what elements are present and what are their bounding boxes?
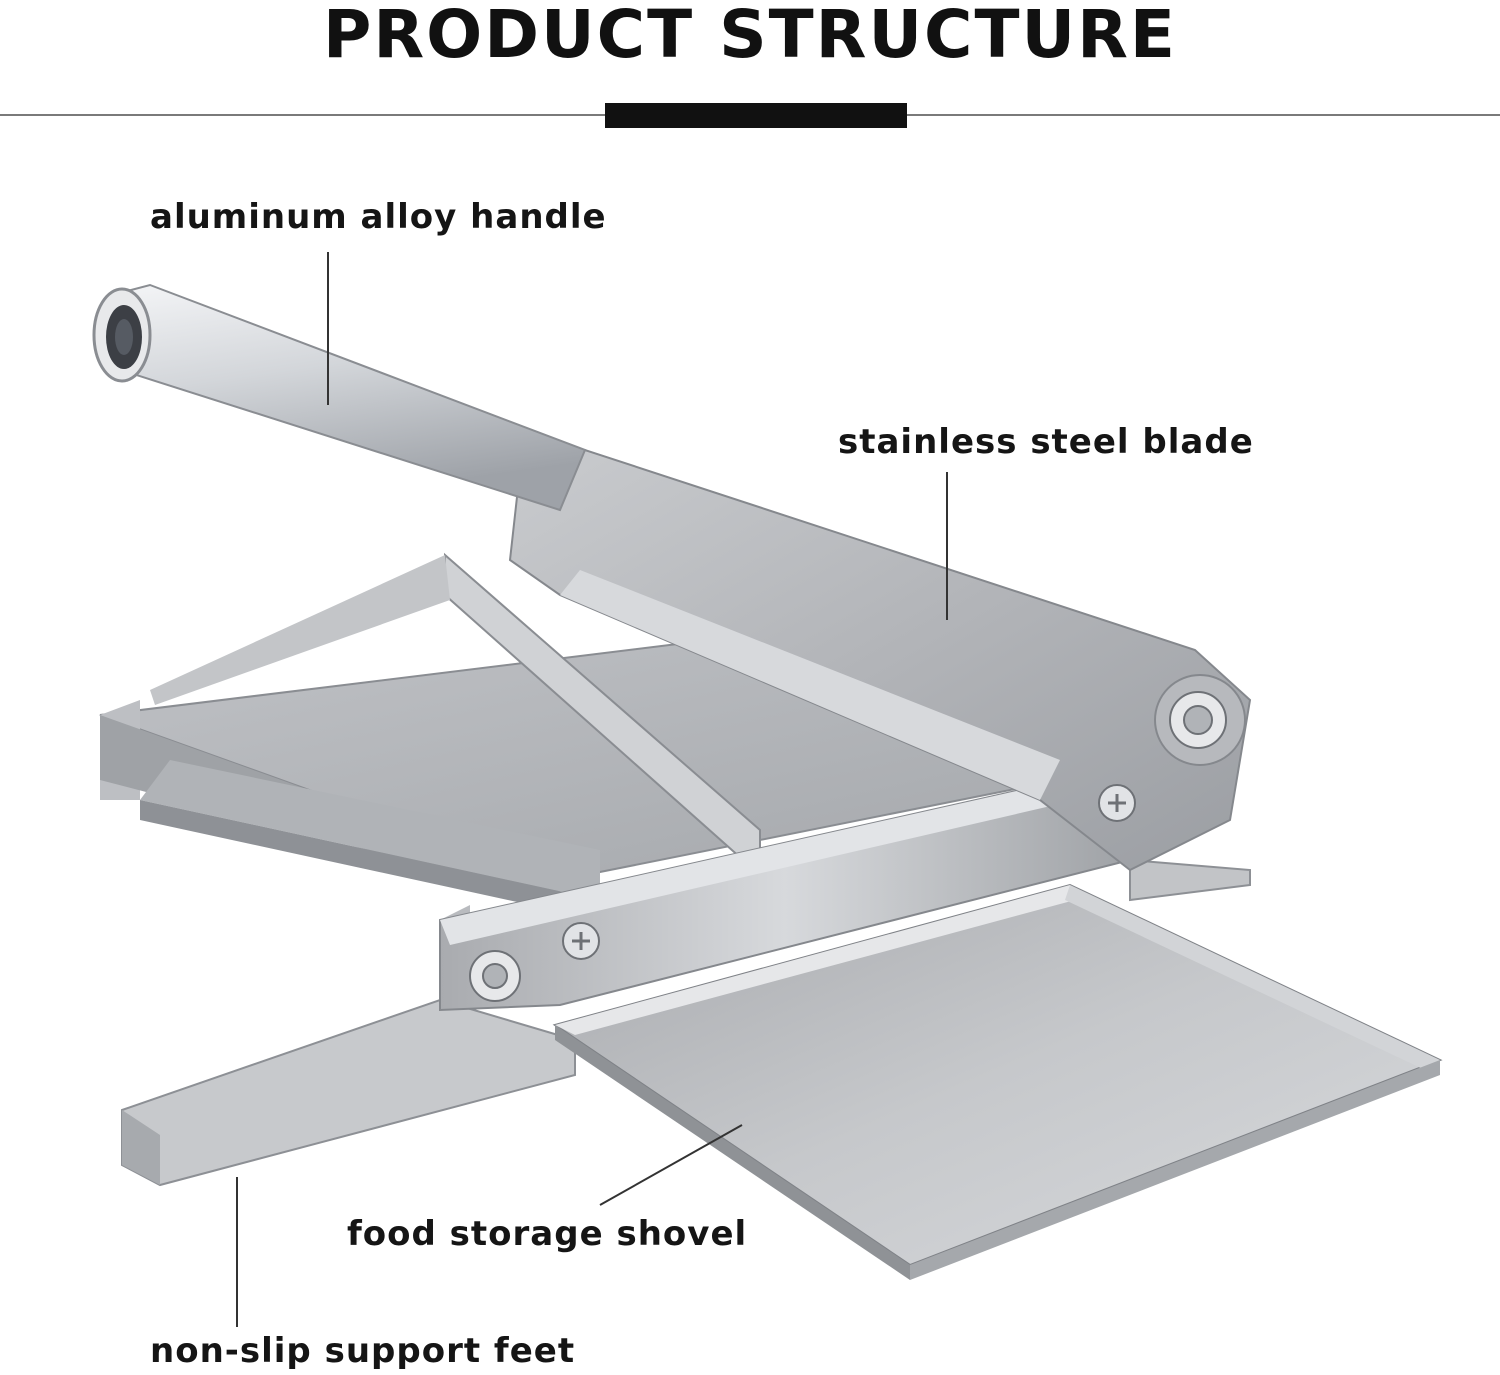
blade [508, 448, 1252, 872]
pivot-bolt [1169, 691, 1227, 749]
food-storage-shovel [552, 883, 1443, 1280]
support-foot-right [1129, 858, 1251, 902]
blade-label: stainless steel blade [838, 422, 1254, 462]
leader-lines [236, 252, 948, 1327]
title-accent-bar [605, 103, 907, 128]
feet-label: non-slip support feet [150, 1331, 576, 1371]
handle [92, 283, 587, 512]
front-pivot-bolt [469, 950, 521, 1002]
bolts [469, 691, 1227, 1002]
handle-label: aluminum alloy handle [150, 197, 607, 237]
rail-screw-left [562, 922, 600, 960]
rail-screw-right [1098, 784, 1136, 822]
page-title: PRODUCT STRUCTURE [322, 0, 1178, 73]
shovel-label: food storage shovel [347, 1214, 748, 1254]
leader-shovel [599, 1124, 743, 1206]
front-rail [439, 768, 1132, 1012]
